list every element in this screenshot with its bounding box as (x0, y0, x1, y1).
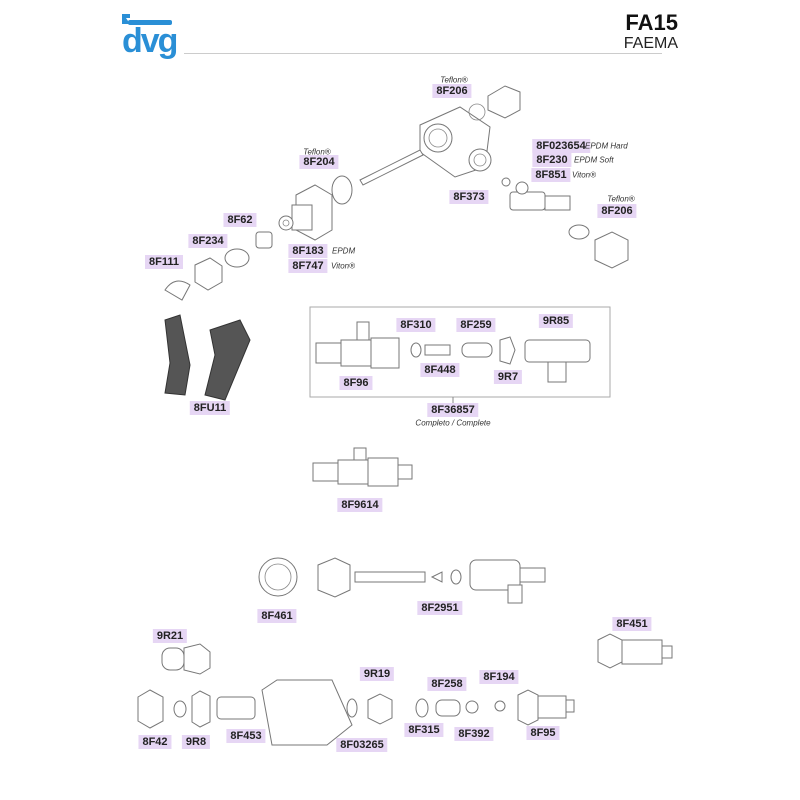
disc-8F194-part (494, 700, 506, 712)
part-label-8F259[interactable]: 8F259 (456, 318, 496, 332)
fitting-8F95-part (517, 689, 575, 726)
part-label-8F95[interactable]: 8F95 (526, 726, 560, 740)
valve-seat-part (509, 191, 571, 211)
fitting-8F451-part (597, 633, 673, 669)
part-label-8F9614[interactable]: 8F9614 (337, 498, 383, 512)
tee-8F96-part (315, 321, 400, 369)
part-label-8F392[interactable]: 8F392 (454, 727, 494, 741)
seal-8F62-part (255, 231, 273, 249)
washer-8F183-part (278, 215, 294, 231)
part-label-8F453[interactable]: 8F453 (226, 729, 266, 743)
knob-8F461-part (258, 557, 298, 597)
cone-part (430, 571, 443, 583)
part-label-8F448[interactable]: 8F448 (420, 363, 460, 377)
header-divider (184, 53, 662, 54)
part-label-8F230[interactable]: 8F230 (532, 153, 572, 167)
nut-9R8-part (191, 690, 211, 728)
piston-8F448-part (424, 344, 451, 356)
note-teflon: Teflon® (607, 194, 635, 204)
part-label-8F204[interactable]: 8F204 (299, 155, 339, 169)
part-label-8F315[interactable]: 8F315 (404, 723, 444, 737)
drip-tray-part (261, 679, 353, 746)
spring-8F234-part (224, 248, 250, 268)
nut-8F111-part (194, 257, 223, 291)
part-label-9R85[interactable]: 9R85 (538, 314, 574, 328)
nut-part (317, 557, 351, 598)
part-label-8FU11[interactable]: 8FU11 (189, 401, 231, 415)
part-label-8F206[interactable]: 8F206 (597, 204, 637, 218)
lever-part (164, 314, 191, 396)
fitting-9R21-part (161, 643, 211, 675)
part-label-8F023654[interactable]: 8F023654 (532, 139, 590, 153)
fitting-nut-part (594, 231, 629, 269)
spindle-part (354, 571, 426, 583)
valve-body-part (419, 106, 492, 178)
cap-part (164, 280, 191, 301)
ring-part (450, 569, 462, 585)
note-epdm-hard: EPDM Hard (585, 141, 628, 151)
note-epdm: EPDM (332, 246, 356, 256)
part-label-8F310[interactable]: 8F310 (396, 318, 436, 332)
teflon-8F204-part (331, 175, 353, 205)
dvg-logo-icon (122, 14, 172, 25)
note-epdm-soft: EPDM Soft (574, 155, 614, 165)
nut-9R7-part (499, 336, 516, 365)
part-label-8F747[interactable]: 8F747 (288, 259, 328, 273)
part-label-9R8[interactable]: 9R8 (181, 735, 211, 749)
lever-handle-part (204, 319, 251, 401)
part-label-8F62[interactable]: 8F62 (223, 213, 257, 227)
part-label-8F96[interactable]: 8F96 (339, 376, 373, 390)
kit-frame (309, 306, 611, 398)
ring-8F310-part (410, 342, 422, 358)
body-nut-part (291, 184, 333, 241)
model-title: FA15 (625, 10, 678, 35)
fitting-9R19-part (367, 693, 393, 725)
logo-text: dvg (122, 22, 178, 60)
pipe-8F453-part (216, 696, 256, 720)
part-label-8F36857[interactable]: 8F36857 (427, 403, 479, 417)
part-label-8F42[interactable]: 8F42 (138, 735, 172, 749)
part-label-8F2951[interactable]: 8F2951 (417, 601, 463, 615)
ring-8F03265-part (346, 698, 358, 718)
part-label-8F851[interactable]: 8F851 (531, 168, 571, 182)
valve-body-part (469, 559, 546, 604)
part-label-8F258[interactable]: 8F258 (427, 677, 467, 691)
note-teflon: Teflon® (440, 75, 468, 85)
part-label-9R21[interactable]: 9R21 (152, 629, 188, 643)
ring-8F315-part (415, 698, 429, 718)
part-label-8F451[interactable]: 8F451 (612, 617, 652, 631)
part-label-8F373[interactable]: 8F373 (449, 190, 489, 204)
part-label-8F194[interactable]: 8F194 (479, 670, 519, 684)
nut-8F206-part (468, 85, 521, 121)
ring-8F373-part (501, 177, 511, 187)
seal-part (173, 700, 187, 718)
spring-8F259-part (461, 342, 493, 358)
nut-8F42-part (137, 689, 164, 729)
part-label-8F111[interactable]: 8F111 (145, 255, 183, 269)
seat-8F392-part (465, 700, 479, 714)
part-label-8F461[interactable]: 8F461 (257, 609, 297, 623)
part-label-8F03265[interactable]: 8F03265 (336, 738, 388, 752)
note-teflon: Teflon® (303, 147, 331, 157)
note-viton: Viton® (331, 261, 355, 271)
part-label-8F183[interactable]: 8F183 (288, 244, 328, 258)
seal-8F230-part (515, 181, 529, 195)
part-label-9R19[interactable]: 9R19 (359, 667, 395, 681)
note-viton: Viton® (572, 170, 596, 180)
spindle-part (359, 149, 424, 186)
tee-8F9614-part (312, 447, 413, 487)
part-label-8F234[interactable]: 8F234 (188, 234, 228, 248)
brand-name: FAEMA (623, 35, 678, 52)
part-label-8F206[interactable]: 8F206 (432, 84, 472, 98)
teflon-8F206-part (568, 224, 590, 240)
spring-8F258-part (435, 699, 461, 717)
note-complete: Completo / Complete (415, 418, 491, 428)
tee-9R85-part (524, 339, 591, 383)
part-label-9R7[interactable]: 9R7 (493, 370, 523, 384)
